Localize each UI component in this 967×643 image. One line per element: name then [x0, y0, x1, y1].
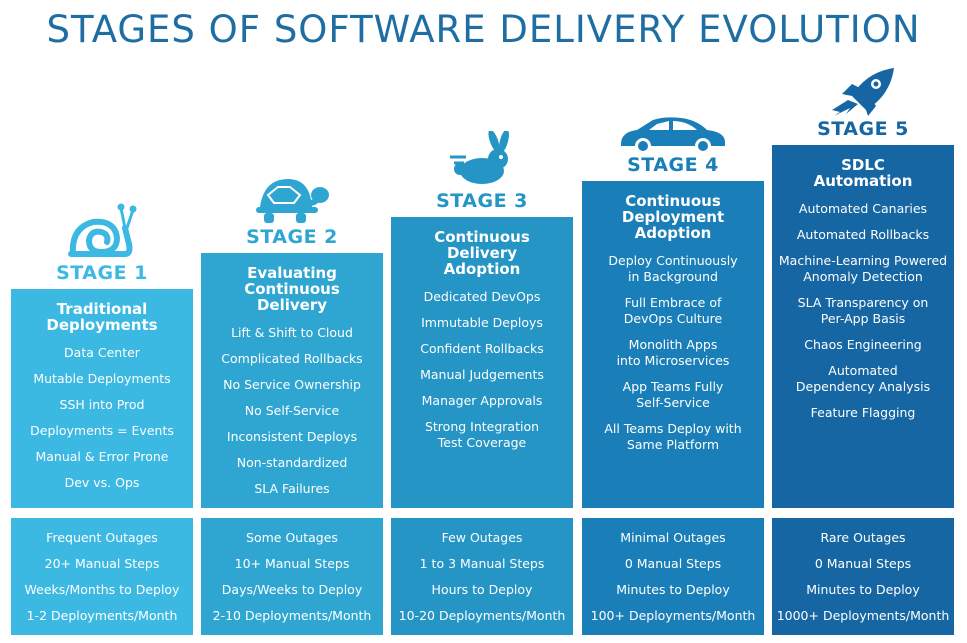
metric-item: Minutes to Deploy	[616, 582, 730, 597]
feature-item: Monolith Apps into Microservices	[616, 337, 730, 368]
feature-item: Automated Rollbacks	[796, 227, 930, 242]
snail-icon	[67, 198, 137, 264]
feature-item: Data Center	[64, 345, 140, 360]
feature-item: Complicated Rollbacks	[221, 351, 363, 366]
feature-item: Lift & Shift to Cloud	[231, 325, 353, 340]
feature-item: Dedicated DevOps	[423, 289, 541, 304]
metric-item: Weeks/Months to Deploy	[24, 582, 180, 597]
stage-2-title: Evaluating Continuous Delivery	[244, 264, 340, 314]
feature-item: Machine-Learning Powered Anomaly Detecti…	[778, 253, 948, 284]
feature-item: SLA Failures	[254, 481, 330, 496]
feature-item: Confident Rollbacks	[420, 341, 544, 356]
feature-item: Deployments = Events	[30, 423, 174, 438]
feature-item: SSH into Prod	[59, 397, 145, 412]
feature-item: Dev vs. Ops	[64, 475, 140, 490]
metric-item: Days/Weeks to Deploy	[221, 582, 363, 597]
page-title: STAGES OF SOFTWARE DELIVERY EVOLUTION	[46, 8, 921, 51]
metric-item: 1 to 3 Manual Steps	[419, 556, 545, 571]
feature-item: Strong Integration Test Coverage	[424, 419, 540, 450]
feature-item: Non-standardized	[236, 455, 348, 470]
stage-2-label: STAGE 2	[246, 226, 338, 248]
metric-item: Minimal Outages	[620, 530, 726, 545]
car-icon	[617, 114, 729, 158]
metric-item: 0 Manual Steps	[814, 556, 912, 571]
stage-4-title: Continuous Deployment Adoption	[621, 192, 725, 242]
feature-item: No Service Ownership	[223, 377, 361, 392]
feature-item: Inconsistent Deploys	[226, 429, 358, 444]
feature-item: SLA Transparency on Per-App Basis	[797, 295, 929, 326]
feature-item: Mutable Deployments	[33, 371, 171, 386]
metric-item: 0 Manual Steps	[624, 556, 722, 571]
stage-3-label: STAGE 3	[436, 190, 528, 212]
feature-item: Deploy Continuously in Background	[608, 253, 738, 284]
stage-5-label: STAGE 5	[817, 118, 909, 140]
feature-item: Chaos Engineering	[804, 337, 922, 352]
stage-1-label: STAGE 1	[56, 262, 148, 284]
feature-item: Automated Dependency Analysis	[795, 363, 931, 394]
metric-item: Few Outages	[441, 530, 523, 545]
feature-item: No Self-Service	[244, 403, 340, 418]
feature-item: All Teams Deploy with Same Platform	[604, 421, 742, 452]
feature-item: App Teams Fully Self-Service	[622, 379, 724, 410]
feature-item: Immutable Deploys	[421, 315, 543, 330]
rocket-icon	[830, 66, 896, 120]
metric-item: 1-2 Deployments/Month	[26, 608, 178, 623]
stage-4-label: STAGE 4	[627, 154, 719, 176]
feature-item: Manual & Error Prone	[35, 449, 169, 464]
feature-item: Manual Judgements	[420, 367, 544, 382]
metric-item: Frequent Outages	[46, 530, 158, 545]
stage-3-title: Continuous Delivery Adoption	[434, 228, 530, 278]
metric-item: Rare Outages	[820, 530, 906, 545]
feature-item: Full Embrace of DevOps Culture	[623, 295, 723, 326]
rabbit-icon	[448, 129, 516, 191]
metric-item: 10+ Manual Steps	[234, 556, 350, 571]
metric-item: 1000+ Deployments/Month	[776, 608, 950, 623]
feature-item: Feature Flagging	[810, 405, 916, 420]
turtle-icon	[254, 173, 330, 229]
metric-item: 100+ Deployments/Month	[590, 608, 756, 623]
feature-item: Automated Canaries	[798, 201, 928, 216]
feature-item: Manager Approvals	[421, 393, 543, 408]
metric-item: Hours to Deploy	[431, 582, 533, 597]
metric-item: Minutes to Deploy	[806, 582, 920, 597]
stage-5-title: SDLC Automation	[813, 156, 913, 190]
metric-item: 2-10 Deployments/Month	[212, 608, 372, 623]
metric-item: 10-20 Deployments/Month	[398, 608, 566, 623]
metric-item: Some Outages	[246, 530, 338, 545]
metric-item: 20+ Manual Steps	[44, 556, 160, 571]
stage-1-title: Traditional Deployments	[46, 300, 158, 334]
